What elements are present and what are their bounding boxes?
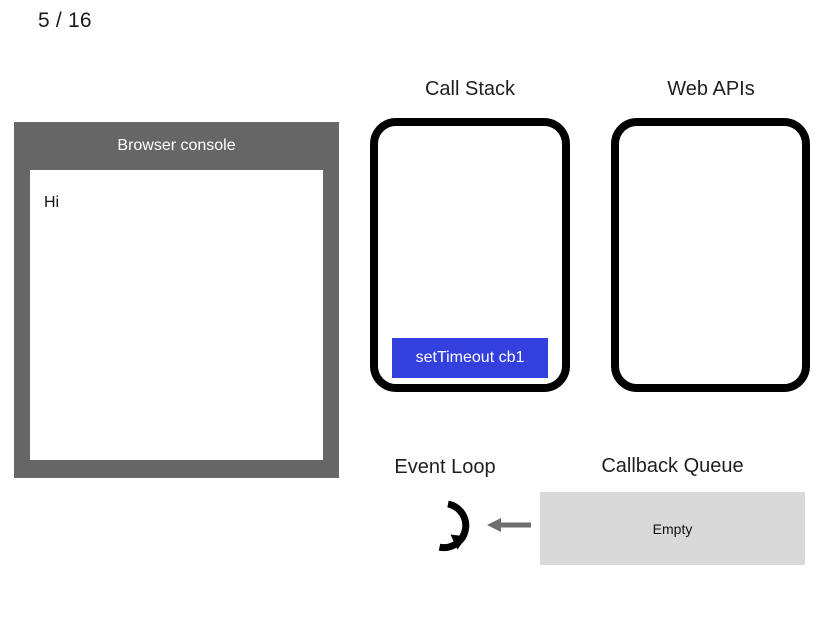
web-apis-box xyxy=(611,118,810,392)
web-apis-heading: Web APIs xyxy=(667,78,755,100)
callback-queue-heading: Callback Queue xyxy=(601,455,744,477)
event-loop-heading: Event Loop xyxy=(394,456,496,478)
callback-queue-box: Empty xyxy=(540,492,805,565)
browser-console-panel: Browser console Hi xyxy=(14,122,339,478)
browser-console-output: Hi xyxy=(30,170,323,460)
arrow-left-icon xyxy=(487,516,531,534)
callback-queue-status: Empty xyxy=(652,520,693,537)
browser-console-title: Browser console xyxy=(117,137,236,154)
slide-counter: 5 / 16 xyxy=(38,9,92,32)
console-log-line: Hi xyxy=(44,194,60,211)
call-stack-box: setTimeout cb1 xyxy=(370,118,570,392)
circular-arrow-icon xyxy=(419,497,477,555)
call-stack-frame: setTimeout cb1 xyxy=(392,338,548,378)
call-stack-heading: Call Stack xyxy=(424,78,516,100)
call-stack-frames: setTimeout cb1 xyxy=(378,338,562,378)
